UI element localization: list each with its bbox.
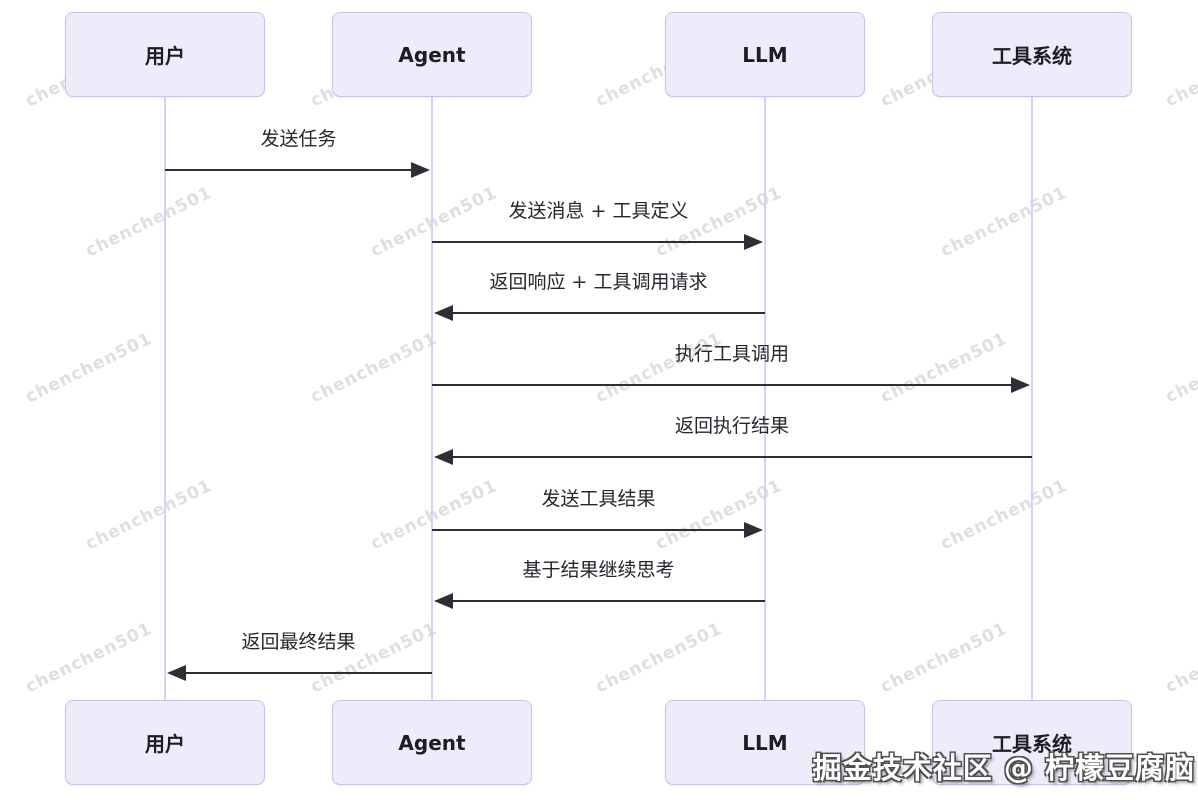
message-arrow-line-8 [169, 672, 432, 674]
message-label-3: 返回响应 + 工具调用请求 [489, 271, 708, 293]
message-label-1: 发送任务 [260, 128, 337, 150]
tiled-watermark-text: chenchen501 [82, 182, 216, 262]
message-arrowhead-1 [411, 162, 430, 178]
message-arrow-line-6 [432, 529, 761, 531]
tiled-watermark-text: chenchen501 [877, 618, 1011, 698]
participant-box-bottom-tools: 工具系统 [932, 700, 1132, 785]
tiled-watermark-text: chenchen501 [367, 182, 501, 262]
participant-box-bottom-user: 用户 [65, 700, 265, 785]
message-arrow-line-1 [165, 169, 428, 171]
participant-box-bottom-llm: LLM [665, 700, 865, 785]
tiled-watermark-text: chenchen501 [307, 328, 441, 408]
message-label-4: 执行工具调用 [674, 343, 790, 365]
participant-box-top-user: 用户 [65, 12, 265, 97]
participant-box-top-llm: LLM [665, 12, 865, 97]
tiled-watermark-text: chenchen501 [367, 475, 501, 555]
tiled-watermark-text: chenchen501 [1162, 618, 1198, 698]
tiled-watermark-text: chenchen501 [1162, 32, 1198, 112]
tiled-watermark-text: chenchen501 [82, 475, 216, 555]
message-arrow-line-5 [436, 456, 1032, 458]
message-arrowhead-6 [744, 522, 763, 538]
lifeline-tools [1031, 97, 1033, 700]
participant-box-bottom-agent: Agent [332, 700, 532, 785]
message-arrowhead-7 [434, 593, 453, 609]
message-arrowhead-4 [1011, 377, 1030, 393]
message-arrowhead-2 [744, 234, 763, 250]
message-arrowhead-3 [434, 305, 453, 321]
message-arrow-line-4 [432, 384, 1028, 386]
lifeline-user [164, 97, 166, 700]
lifeline-llm [764, 97, 766, 700]
message-label-6: 发送工具结果 [541, 488, 656, 510]
message-label-2: 发送消息 + 工具定义 [508, 200, 689, 222]
tiled-watermark-text: chenchen501 [22, 328, 156, 408]
message-arrow-line-3 [436, 312, 765, 314]
participant-box-top-tools: 工具系统 [932, 12, 1132, 97]
tiled-watermark-text: chenchen501 [592, 618, 726, 698]
tiled-watermark-text: chenchen501 [1162, 328, 1198, 408]
message-label-7: 基于结果继续思考 [522, 559, 675, 581]
message-arrowhead-5 [434, 449, 453, 465]
tiled-watermark-text: chenchen501 [22, 618, 156, 698]
lifeline-agent [431, 97, 433, 700]
participant-box-top-agent: Agent [332, 12, 532, 97]
tiled-watermark-text: chenchen501 [937, 182, 1071, 262]
message-label-5: 返回执行结果 [674, 415, 790, 437]
tiled-watermark-text: chenchen501 [937, 475, 1071, 555]
message-arrow-line-2 [432, 241, 761, 243]
message-label-8: 返回最终结果 [241, 631, 356, 653]
tiled-watermark-text: chenchen501 [877, 328, 1011, 408]
message-arrowhead-8 [167, 665, 186, 681]
message-arrow-line-7 [436, 600, 765, 602]
